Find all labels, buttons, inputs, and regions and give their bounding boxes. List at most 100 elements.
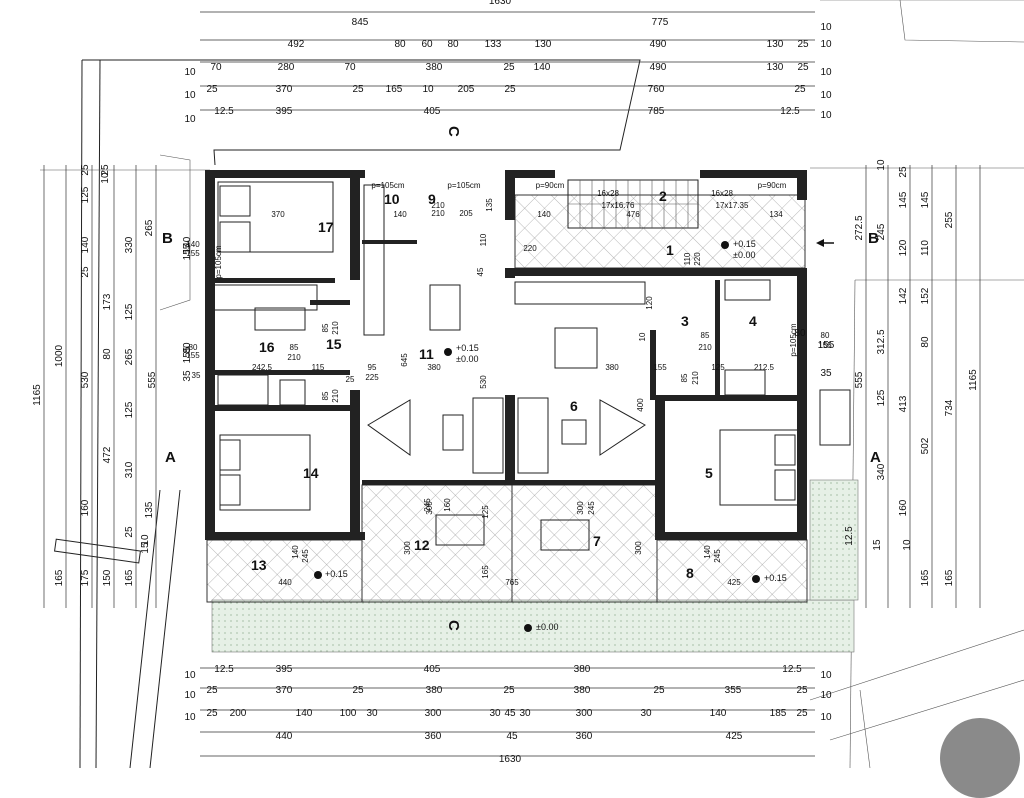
dimension-label: p=90cm — [758, 181, 787, 190]
dimension-label: 12.5 — [780, 106, 800, 117]
room-label: 13 — [251, 557, 267, 573]
dimension-label: 265 — [124, 348, 135, 365]
dimension-label: 25 — [796, 708, 808, 719]
dimension-label: 16x28 — [597, 189, 619, 198]
dimension-label: 130 — [767, 39, 784, 50]
dimension-label: 265 — [144, 219, 155, 236]
section-mark-c-bottom: C — [445, 620, 462, 631]
dimension-label: 395 — [276, 106, 293, 117]
dimension-label: 1000 — [54, 344, 65, 367]
dimension-label: 140 — [186, 240, 200, 249]
dimension-label: 380 — [426, 62, 443, 73]
dimension-label: 25 — [346, 375, 355, 384]
dimension-label: 80 — [794, 328, 806, 339]
dimension-label: 25 — [796, 685, 808, 696]
dimension-label: 210 — [698, 343, 712, 352]
dimension-label: 413 — [898, 395, 909, 412]
dimension-label: 380 — [426, 685, 443, 696]
dimension-label: 140 — [703, 545, 712, 559]
dimension-label: 80 — [447, 39, 459, 50]
dimension-label: 12.5 — [214, 664, 234, 675]
level-label: +0.15 — [325, 569, 348, 579]
dimension-label: 165 — [920, 569, 931, 586]
level-label: ±0.00 — [456, 354, 478, 364]
floor-plan-drawing: 1630845775104928060801331304901302510107… — [32, 0, 1024, 768]
dimension-label: 300 — [403, 541, 412, 555]
section-mark-a-right: A — [870, 449, 881, 466]
room-label: 1 — [666, 242, 674, 258]
dimension-label: 15 — [140, 542, 151, 554]
dimension-label: 312.5 — [876, 329, 887, 354]
dimension-label: 30 — [640, 708, 652, 719]
section-mark-b-left: B — [162, 230, 173, 247]
dimension-label: 165 — [54, 569, 65, 586]
dimension-label: 10 — [184, 670, 196, 681]
dimension-label: 133 — [485, 39, 502, 50]
dimension-label: 12.5 — [844, 526, 855, 546]
section-mark-a-left: A — [165, 449, 176, 466]
dimension-label: 135 — [144, 501, 155, 518]
dimension-label: 17x17.35 — [716, 201, 749, 210]
site-boundary — [40, 0, 1024, 768]
dimension-label: 80 — [102, 348, 113, 360]
dimension-label: 25 — [504, 84, 516, 95]
dimension-label: 95 — [368, 363, 377, 372]
room-label: 5 — [705, 465, 713, 481]
dimension-label: 370 — [271, 210, 285, 219]
dimension-label: 140 — [534, 62, 551, 73]
dimension-label: 140 — [291, 545, 300, 559]
dimension-label: 35 — [192, 371, 201, 380]
dimension-label: 115 — [312, 363, 325, 372]
dimension-label: 490 — [650, 39, 667, 50]
dimension-label: 405 — [424, 106, 441, 117]
dimension-label: 160 — [898, 499, 909, 516]
dimension-label: 160 — [80, 499, 91, 516]
dimension-label: 310 — [124, 461, 135, 478]
dimension-label: 220 — [523, 244, 537, 253]
dimension-label: 10 — [820, 690, 832, 701]
dimension-label: 135 — [485, 198, 494, 212]
dimension-label: 185 — [770, 708, 787, 719]
dimension-label: 140 — [537, 210, 551, 219]
dimension-label: 10 — [820, 22, 832, 33]
dimension-label: 25 — [206, 708, 218, 719]
dimension-label: 245 — [301, 549, 310, 563]
dimension-label: 200 — [230, 708, 247, 719]
room-label: 8 — [686, 565, 694, 581]
dimension-label: 25 — [503, 685, 515, 696]
dimension-label: 492 — [288, 39, 305, 50]
dimension-label: 300 — [576, 708, 593, 719]
room-label: 16 — [259, 339, 275, 355]
dimension-label: 25 — [797, 39, 809, 50]
dimension-label: 210 — [331, 321, 340, 335]
overlay-circle — [940, 718, 1020, 798]
dimension-label: 12.5 — [214, 106, 234, 117]
dimension-label: 210 — [691, 371, 700, 385]
dimension-label: 476 — [626, 210, 640, 219]
dimension-label: 140 — [710, 708, 727, 719]
dimension-label: 210 — [431, 209, 445, 218]
dimension-label: 155 — [186, 351, 200, 360]
dimension-label: 25 — [100, 164, 111, 176]
dimension-label: 645 — [400, 353, 409, 367]
dimension-label: 220 — [693, 252, 702, 266]
dimension-label: 155 — [182, 243, 193, 260]
dimension-label: 45 — [504, 708, 516, 719]
dimension-label: 440 — [278, 578, 292, 587]
dimension-label: p=105cm — [789, 323, 798, 356]
dimension-label: 155 — [818, 340, 835, 351]
room-label: 3 — [681, 313, 689, 329]
dimension-label: 845 — [352, 17, 369, 28]
furniture — [211, 181, 851, 551]
dimension-label: p=90cm — [536, 181, 565, 190]
dimension-label: 110 — [479, 233, 488, 246]
dimension-label: 35 — [182, 370, 193, 382]
dimension-label: 370 — [276, 84, 293, 95]
dimension-label: 125 — [80, 186, 91, 203]
dimension-label: 25 — [206, 685, 218, 696]
dimension-label: 245 — [423, 498, 432, 512]
dimension-label: 10 — [140, 534, 151, 546]
entrance-arrow-icon — [816, 239, 834, 247]
room-label: 17 — [318, 219, 334, 235]
